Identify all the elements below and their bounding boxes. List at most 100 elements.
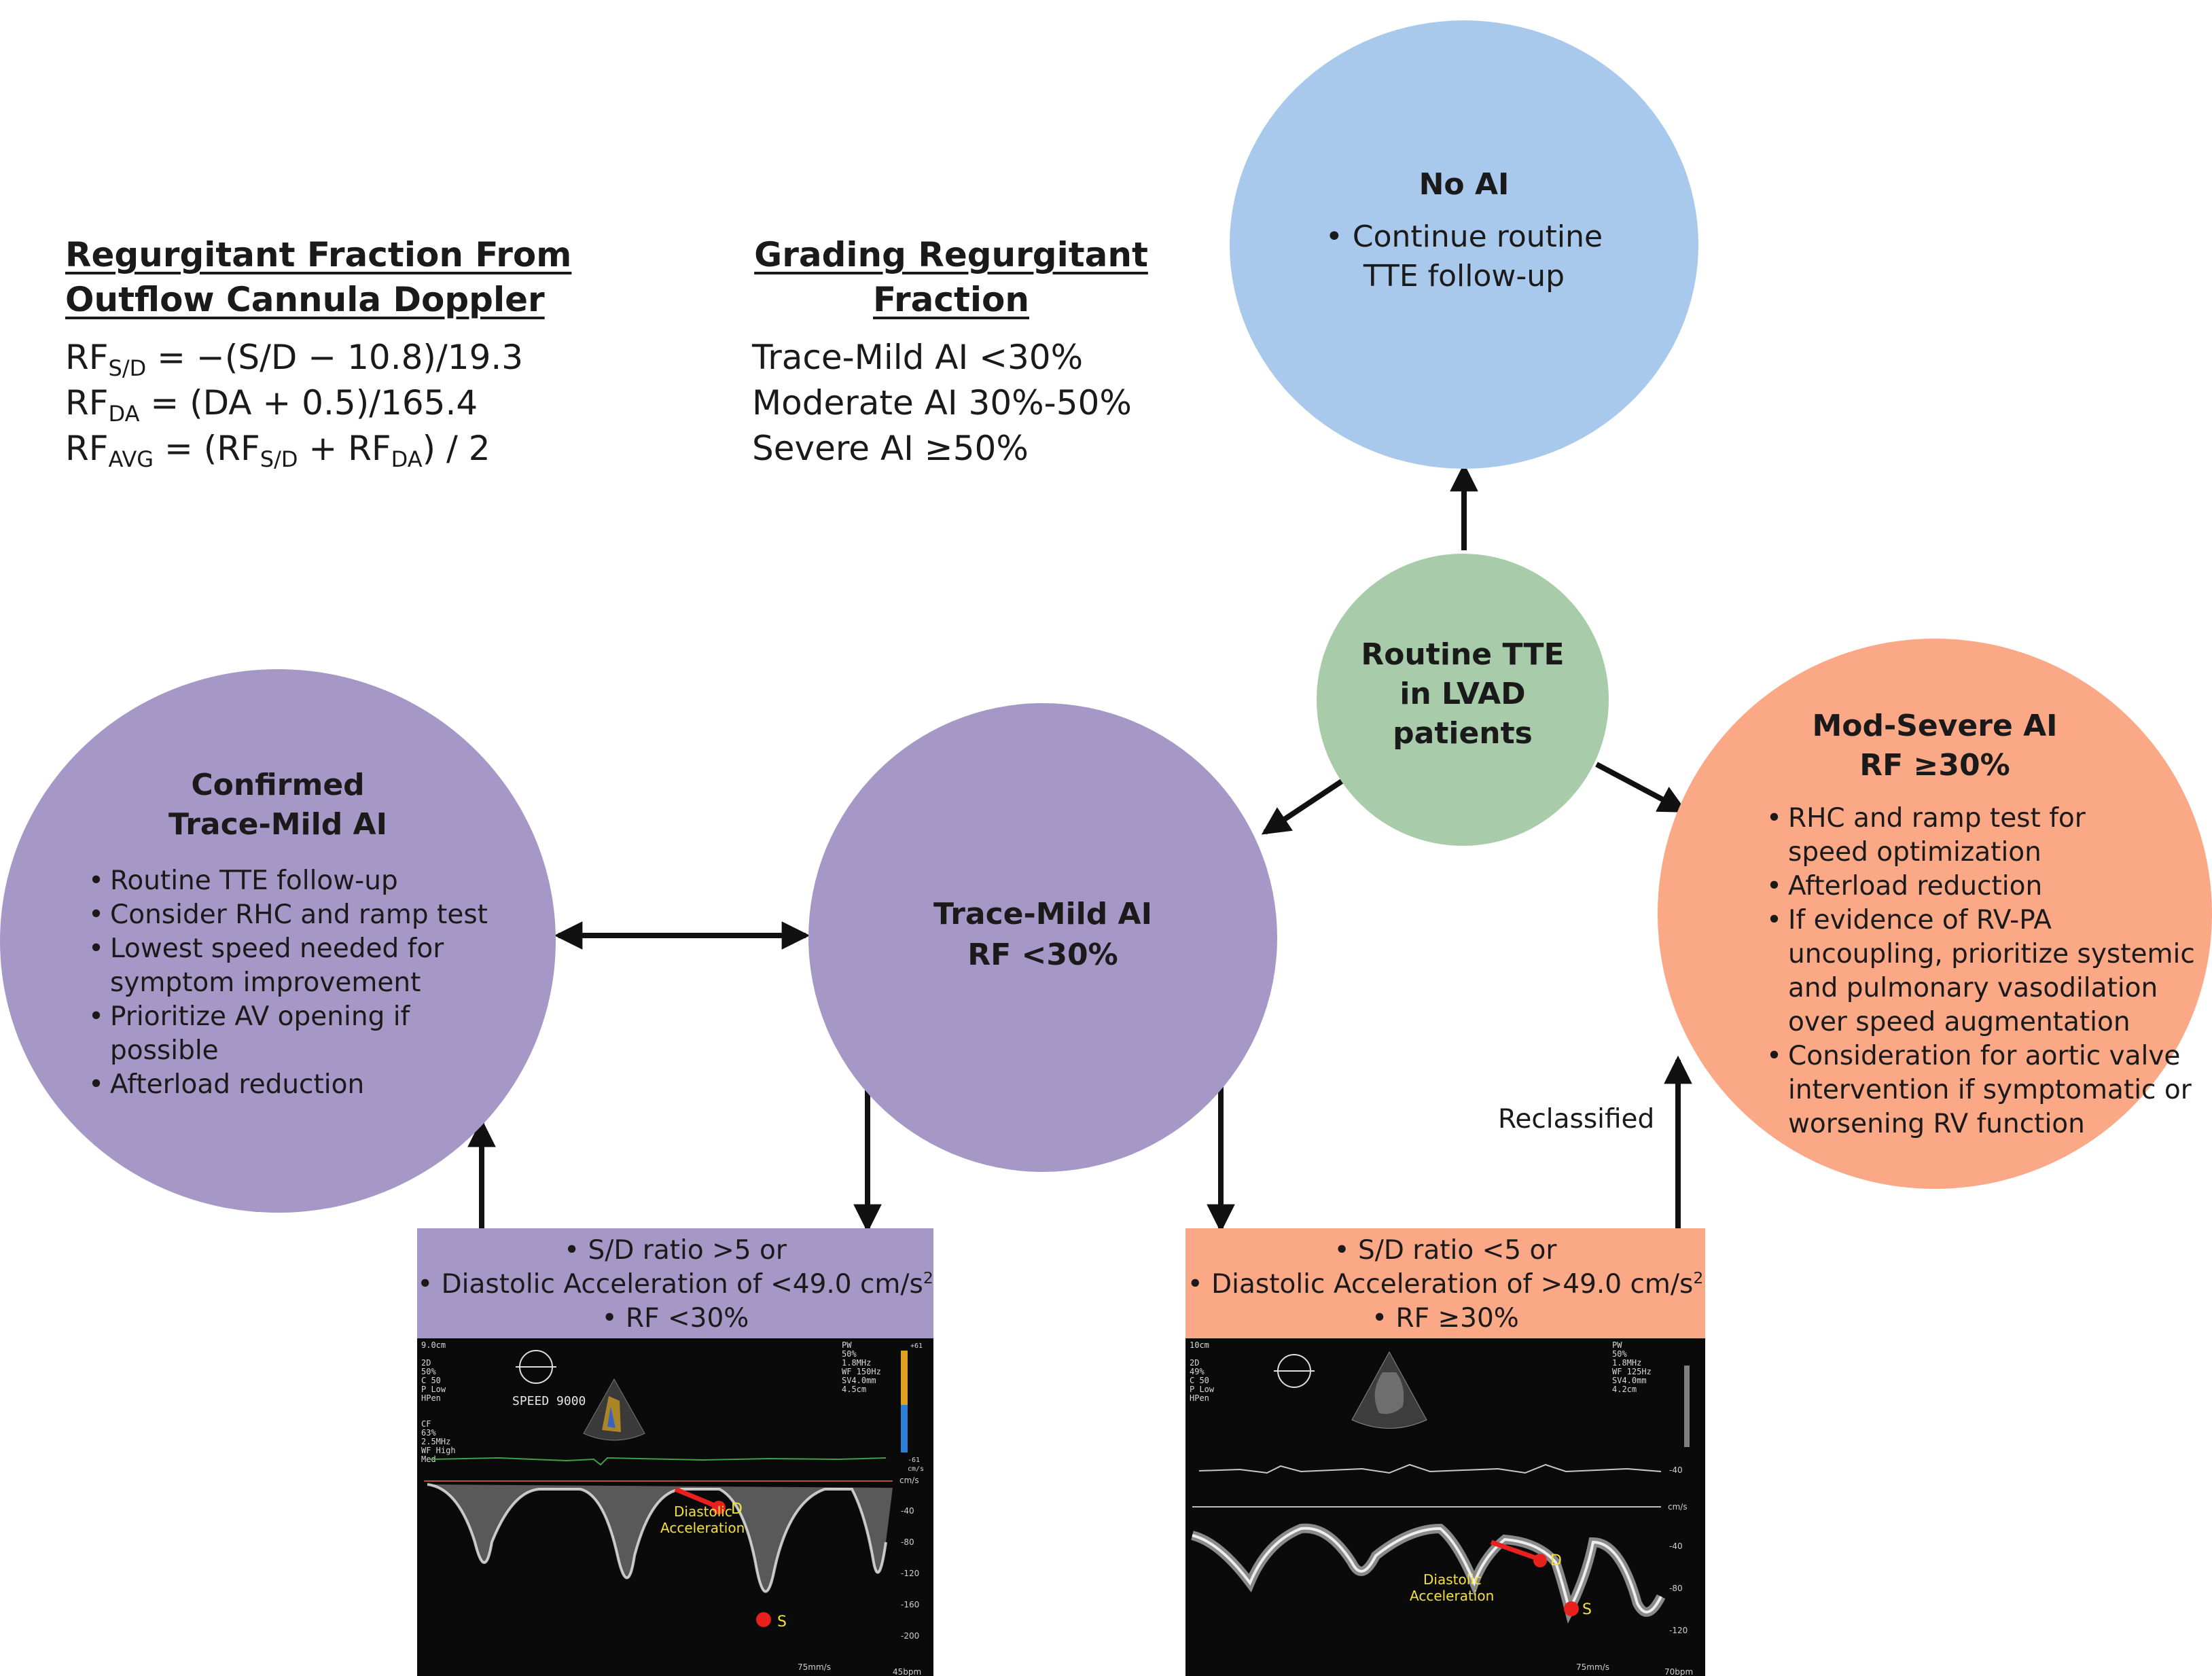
no-ai-title: No AI [1419, 167, 1510, 202]
svg-text:+61: +61 [910, 1342, 923, 1350]
right-criteria-caption: • S/D ratio <5 or • Diastolic Accelerati… [1185, 1234, 1705, 1336]
svg-text:D: D [731, 1501, 743, 1518]
confirmed-bullet: Consider RHC and ramp test [88, 898, 489, 932]
svg-text:2D: 2D [1190, 1358, 1199, 1368]
no-ai-node: No AI • Continue routine TTE follow-up [1230, 20, 1698, 469]
confirmed-bullet: Routine TTE follow-up [88, 864, 489, 898]
mod-severe-title-line1: Mod-Severe AI [1812, 709, 2058, 743]
svg-text:-61: -61 [908, 1457, 920, 1464]
confirmed-bullet: Lowest speed needed for symptom improvem… [88, 932, 463, 1000]
svg-text:Med: Med [421, 1455, 436, 1464]
svg-text:cm/s: cm/s [908, 1465, 924, 1473]
left-marker-d [712, 1501, 726, 1514]
svg-text:C 50: C 50 [1190, 1376, 1209, 1385]
svg-text:1.8MHz: 1.8MHz [1612, 1358, 1641, 1368]
confirmed-trace-mild-node: Confirmed Trace-Mild AI Routine TTE foll… [0, 669, 556, 1213]
routine-line1: Routine TTE [1361, 637, 1565, 672]
right-probe-orientation-icon [1274, 1354, 1315, 1388]
left-criteria-caption: • S/D ratio >5 or • Diastolic Accelerati… [417, 1234, 933, 1336]
svg-text:PW: PW [1612, 1340, 1622, 1350]
confirmed-title-line1: Confirmed [191, 768, 365, 802]
mod-severe-bullet-list: RHC and ramp test for speed optimization… [1766, 802, 2201, 1141]
left-echo-speed: SPEED 9000 [512, 1394, 586, 1408]
trace-mild-line1: Trace-Mild AI [933, 897, 1152, 931]
svg-text:S: S [1582, 1601, 1592, 1618]
mod-severe-title-line2: RF ≥30% [1859, 748, 2010, 783]
left-doppler-image: 9.0cm 2D 50% C 50 P Low HPen CF 63% 2.5M… [417, 1338, 933, 1676]
svg-text:SV4.0mm: SV4.0mm [842, 1376, 876, 1385]
svg-text:-160: -160 [901, 1600, 919, 1609]
rf-equation-sd: RFS/D = −(S/D − 10.8)/19.3 [65, 338, 524, 382]
svg-text:-80: -80 [901, 1537, 914, 1547]
left-spectral-envelope [427, 1484, 893, 1592]
svg-text:WF High: WF High [421, 1446, 456, 1455]
svg-text:4.5cm: 4.5cm [842, 1385, 866, 1394]
svg-text:Diastolic: Diastolic [674, 1503, 732, 1520]
no-ai-bullet-line2: TTE follow-up [1363, 259, 1565, 293]
right-criteria-line1: • S/D ratio <5 or [1334, 1235, 1557, 1266]
svg-text:50%: 50% [1612, 1349, 1627, 1359]
svg-text:PW: PW [842, 1340, 852, 1350]
right-criteria-panel: • S/D ratio <5 or • Diastolic Accelerati… [1185, 1228, 1705, 1676]
svg-text:-200: -200 [901, 1631, 919, 1641]
svg-text:-120: -120 [901, 1569, 919, 1578]
mod-severe-bullet: RHC and ramp test for speed optimization [1766, 802, 2169, 870]
left-probe-orientation-icon [516, 1350, 556, 1384]
rf-equation-avg: RFAVG = (RFS/D + RFDA) / 2 [65, 429, 490, 473]
grading-severe: Severe AI ≥50% [752, 429, 1029, 468]
svg-text:2.5MHz: 2.5MHz [421, 1437, 450, 1446]
right-echo-depth: 10cm [1190, 1340, 1209, 1350]
rf-equation-da: RFDA = (DA + 0.5)/165.4 [65, 383, 478, 427]
svg-text:2D: 2D [421, 1358, 431, 1368]
left-criteria-caption-box: • S/D ratio >5 or • Diastolic Accelerati… [417, 1228, 933, 1338]
svg-text:75mm/s: 75mm/s [1576, 1662, 1609, 1672]
svg-text:75mm/s: 75mm/s [798, 1662, 831, 1672]
grading-title-line2: Fraction [873, 280, 1029, 319]
left-diastolic-acceleration-line [674, 1486, 716, 1508]
svg-text:CF: CF [421, 1419, 431, 1429]
left-criteria-line1: • S/D ratio >5 or [564, 1235, 787, 1266]
svg-text:P Low: P Low [1190, 1385, 1215, 1394]
left-criteria-line2: • Diastolic Acceleration of <49.0 cm/s2 [417, 1268, 933, 1300]
right-marker-s [1564, 1601, 1579, 1616]
left-marker-s [756, 1612, 771, 1627]
svg-text:Acceleration: Acceleration [660, 1520, 745, 1536]
arrow-routine-to-mod-severe [1595, 762, 1688, 813]
right-diastolic-acceleration-line [1490, 1539, 1539, 1561]
svg-text:cm/s: cm/s [1668, 1502, 1688, 1512]
svg-text:-40: -40 [901, 1506, 914, 1516]
svg-text:-120: -120 [1669, 1626, 1688, 1635]
svg-text:HPen: HPen [421, 1393, 441, 1403]
left-criteria-panel: • S/D ratio >5 or • Diastolic Accelerati… [417, 1228, 933, 1676]
trace-mild-node: Trace-Mild AI RF <30% [808, 703, 1277, 1172]
svg-text:HPen: HPen [1190, 1393, 1209, 1403]
grading-title-line1: Grading Regurgitant [754, 235, 1148, 274]
mod-severe-node: Mod-Severe AI RF ≥30% RHC and ramp test … [1658, 639, 2212, 1189]
svg-text:WF 125Hz: WF 125Hz [1612, 1367, 1652, 1376]
svg-text:SV4.0mm: SV4.0mm [1612, 1376, 1647, 1385]
right-criteria-line3: • RF ≥30% [1372, 1303, 1519, 1334]
mod-severe-bullet: If evidence of RV-PA uncoupling, priorit… [1766, 904, 2211, 1039]
right-criteria-caption-box: • S/D ratio <5 or • Diastolic Accelerati… [1185, 1228, 1705, 1338]
mod-severe-bullet: Consideration for aortic valve intervent… [1766, 1039, 2196, 1141]
svg-text:63%: 63% [421, 1428, 436, 1438]
svg-text:-40: -40 [1669, 1465, 1683, 1475]
left-echo-depth: 9.0cm [421, 1340, 446, 1350]
routine-line3: patients [1393, 716, 1533, 751]
routine-line2: in LVAD [1399, 677, 1526, 711]
svg-text:S: S [777, 1613, 787, 1630]
svg-text:C 50: C 50 [421, 1376, 441, 1385]
svg-text:P Low: P Low [421, 1385, 446, 1394]
right-criteria-line2: • Diastolic Acceleration of >49.0 cm/s2 [1187, 1268, 1704, 1300]
svg-text:cm/s: cm/s [899, 1476, 919, 1485]
no-ai-bullet-line1: • Continue routine [1325, 219, 1603, 254]
svg-text:-80: -80 [1669, 1584, 1683, 1593]
svg-text:49%: 49% [1190, 1367, 1205, 1376]
left-ecg-trace [430, 1457, 887, 1466]
arrow-routine-to-trace-mild [1261, 779, 1344, 835]
right-marker-d [1533, 1554, 1547, 1567]
svg-text:WF 150Hz: WF 150Hz [842, 1367, 881, 1376]
routine-tte-node: Routine TTE in LVAD patients [1317, 554, 1609, 846]
mod-severe-bullet: Afterload reduction [1766, 870, 2201, 904]
svg-text:-40: -40 [1669, 1541, 1683, 1551]
